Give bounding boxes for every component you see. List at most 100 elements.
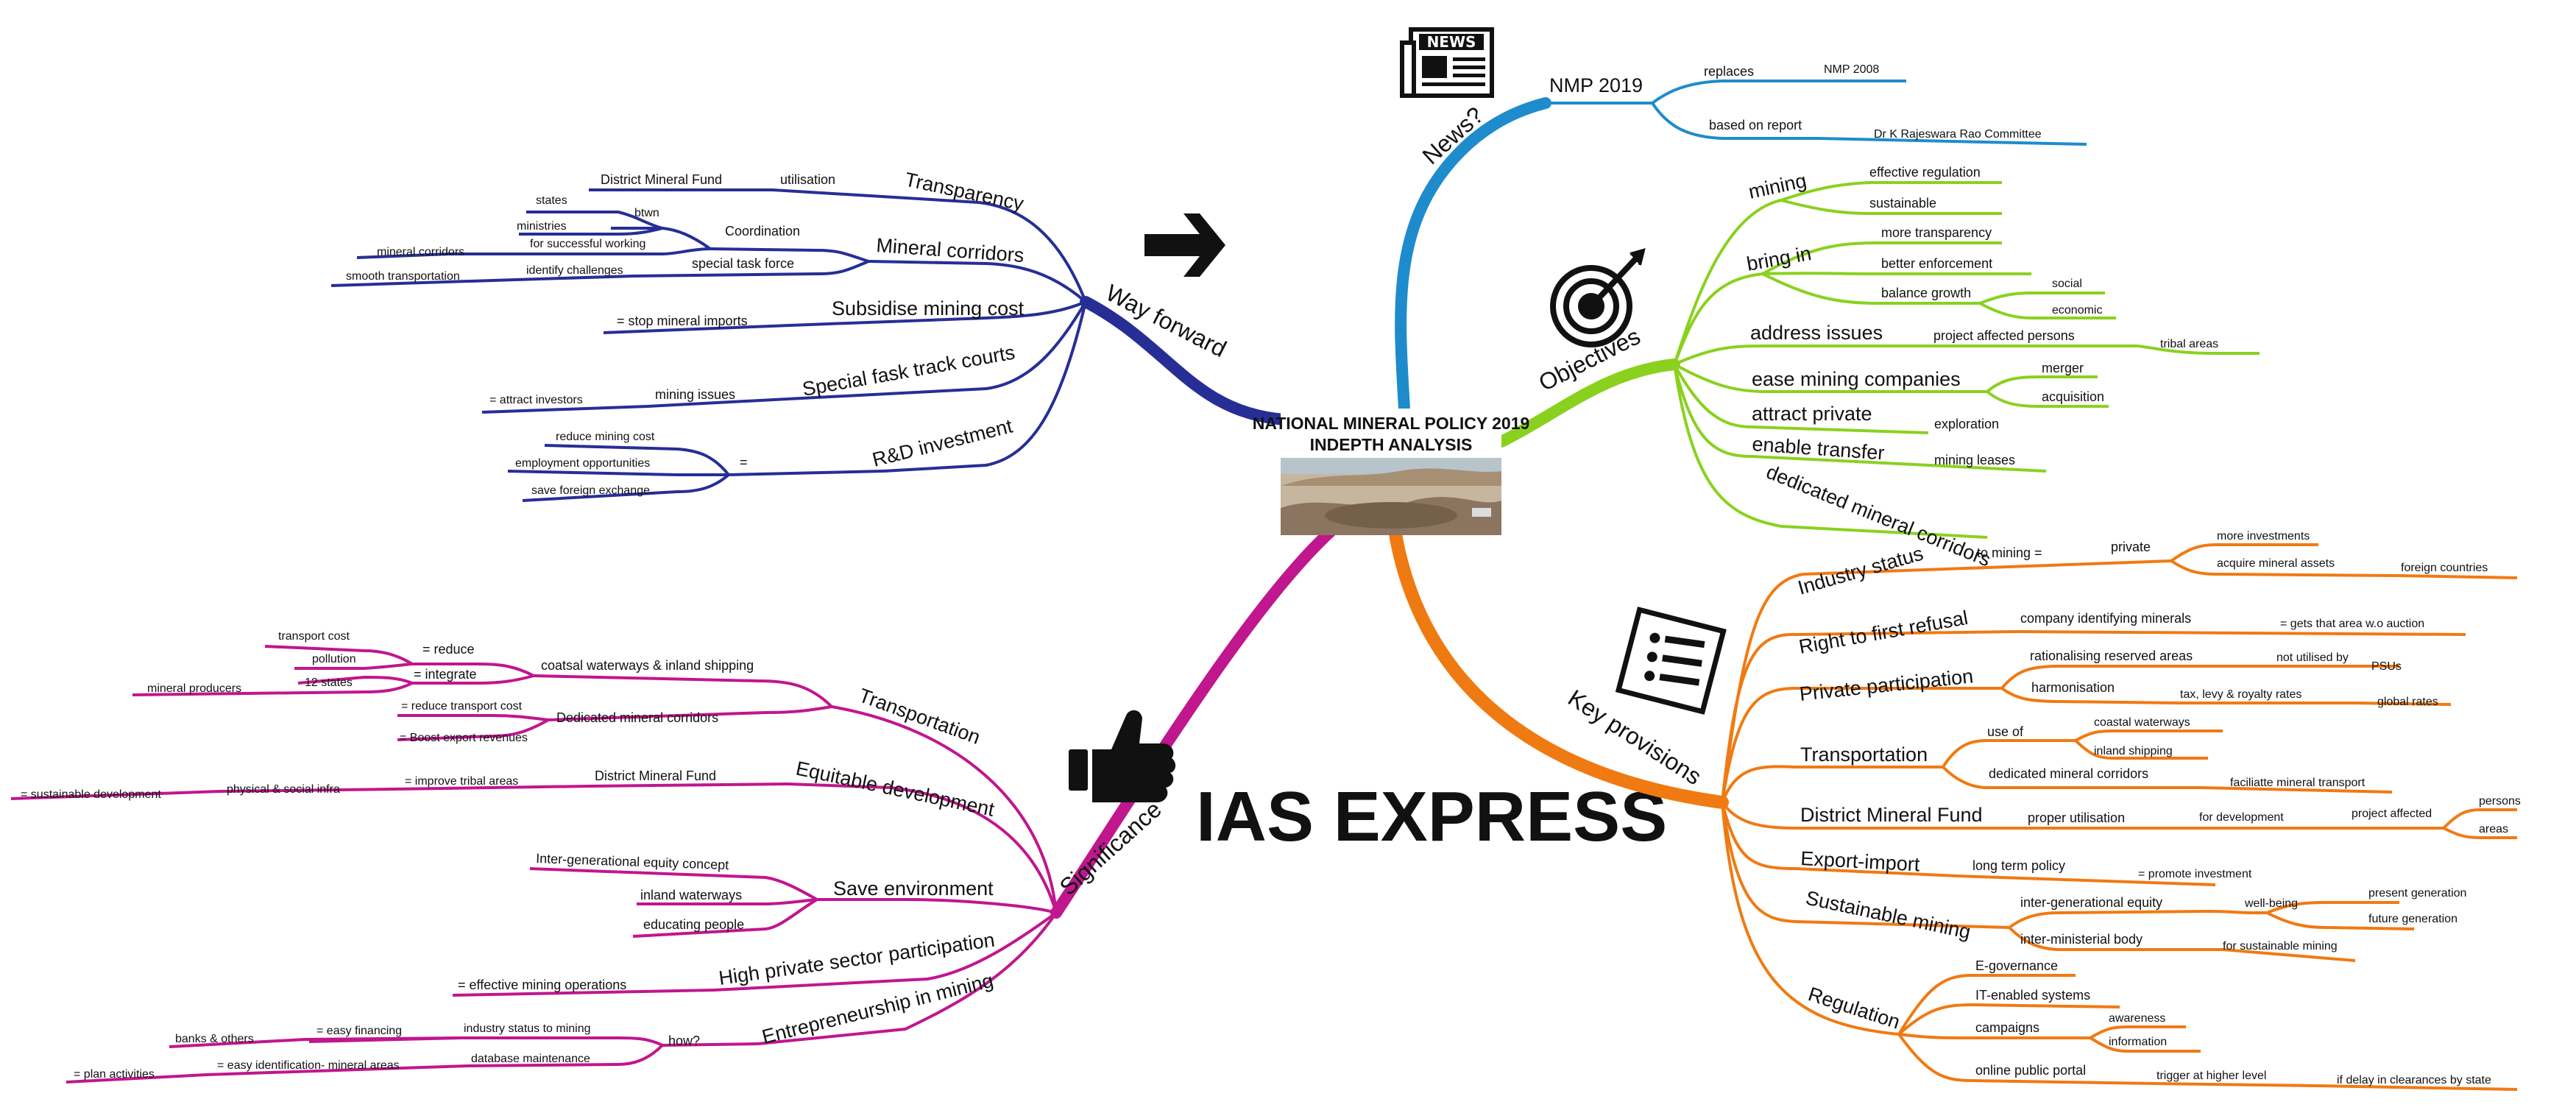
wf-mining-issues: mining issues — [655, 387, 735, 402]
prov-tax-levy: tax, levy & royalty rates — [2180, 688, 2301, 701]
prov-promote-investment: = promote investment — [2138, 868, 2252, 880]
obj-mining: mining — [1747, 169, 1808, 203]
wf-successful-working: for successful working — [530, 238, 645, 250]
sig-educating: educating people — [643, 917, 744, 932]
prov-awareness: awareness — [2109, 1012, 2165, 1025]
sig-banks-others: banks & others — [175, 1033, 254, 1045]
obj-more-transparency: more transparency — [1881, 225, 1992, 240]
sig-boost-export: = Boost export revenues — [400, 732, 528, 744]
sig-dedicated: Dedicated mineral corridors — [556, 710, 718, 725]
prov-future-gen: future generation — [2368, 913, 2458, 925]
prov-campaigns: campaigns — [1975, 1020, 2039, 1035]
news-nmp-2019: NMP 2019 — [1549, 74, 1643, 96]
wf-employment: employment opportunities — [515, 457, 650, 470]
prov-inter-ministerial: inter-ministerial body — [2020, 932, 2142, 947]
prov-facilitate: faciliatte mineral transport — [2230, 777, 2366, 789]
news-based-on-report: based on report — [1709, 118, 1802, 132]
main-trunks — [1050, 97, 1729, 919]
sig-dmf: District Mineral Fund — [595, 768, 716, 783]
prov-for-development: for development — [2199, 811, 2284, 824]
branch-way-forward: Way forward — [330, 169, 1231, 502]
trunk-provisions — [1388, 523, 1729, 809]
wf-smooth-transport: smooth transportation — [346, 270, 460, 283]
prov-areas: areas — [2479, 823, 2508, 835]
wf-subsidise: Subsidise mining cost — [832, 297, 1025, 319]
prov-company-identifying: company identifying minerals — [2020, 611, 2191, 626]
title-line-2: INDEPTH ANALYSIS — [1310, 435, 1473, 454]
wf-save-forex: save foreign exchange — [531, 484, 650, 497]
wf-identify-challenges: identify challenges — [526, 264, 623, 277]
thumbs-up-icon — [1069, 710, 1176, 802]
prov-if-delay: if delay in clearances by state — [2337, 1074, 2491, 1086]
obj-project-affected: project affected persons — [1933, 328, 2075, 343]
sig-coastal: coatsal waterways & inland shipping — [541, 658, 754, 673]
wf-special-task: special task force — [692, 256, 794, 271]
central-topic: NATIONAL MINERAL POLICY 2019 INDEPTH ANA… — [1253, 409, 1529, 535]
prov-sustainable-mining: Sustainable mining — [1804, 887, 1972, 944]
prov-dedicated-corridors: dedicated mineral corridors — [1989, 766, 2148, 781]
prov-transportation: Transportation — [1800, 743, 1928, 766]
sig-mineral-producers: mineral producers — [147, 682, 241, 695]
obj-attract-private: attract private — [1752, 403, 1872, 425]
prov-use-of: use of — [1987, 724, 2024, 739]
sig-plan-activities: = plan activities — [74, 1068, 155, 1081]
sig-improve-tribal: = improve tribal areas — [405, 775, 518, 788]
trunk-objectives — [1496, 358, 1680, 448]
prov-psus: PSUs — [2371, 660, 2402, 673]
document-list-icon — [1615, 607, 1727, 715]
prov-to-mining: to mining = — [1977, 545, 2042, 560]
prov-well-being: well-being — [2244, 897, 2298, 910]
sig-twelve-states: 12 states — [305, 676, 353, 689]
prov-coastal-waterways: coastal waterways — [2094, 716, 2190, 729]
wf-attract-investors: = attract investors — [489, 394, 583, 406]
prov-intergen-equity: inter-generational equity — [2020, 895, 2162, 910]
prov-not-utilised: not utilised by — [2276, 651, 2349, 664]
prov-dmf: District Mineral Fund — [1800, 804, 1983, 826]
sig-equitable: Equitable development — [794, 757, 997, 822]
sig-inland-waterways: inland waterways — [640, 888, 742, 902]
prov-persons: persons — [2479, 795, 2521, 808]
obj-mining-leases: mining leases — [1934, 453, 2015, 467]
arrow-right-icon — [1144, 213, 1225, 277]
sig-reduce-transport: = reduce transport cost — [401, 700, 523, 713]
obj-ease-mining: ease mining companies — [1752, 368, 1961, 390]
target-icon — [1550, 248, 1646, 347]
trunk-news — [1395, 97, 1551, 414]
watermark: IAS EXPRESS — [1196, 777, 1667, 856]
prov-project-affected: project affected — [2352, 808, 2432, 820]
prov-information: information — [2109, 1036, 2167, 1048]
prov-acquire-assets: acquire mineral assets — [2217, 557, 2335, 570]
obj-address-issues: address issues — [1750, 322, 1883, 344]
prov-present-gen: present generation — [2368, 887, 2466, 900]
prov-private: private — [2111, 540, 2151, 554]
prov-private-participation: Private participation — [1798, 665, 1974, 705]
obj-acquisition: acquisition — [2042, 389, 2104, 404]
sig-easy-financing: = easy financing — [316, 1025, 402, 1037]
branch-news: News? NEWS NMP 2019 replaces NMP 2008 ba… — [1400, 27, 2087, 169]
sig-industry-status: industry status to mining — [464, 1022, 591, 1035]
obj-merger: merger — [2042, 361, 2084, 375]
news-nmp-2008: NMP 2008 — [1824, 63, 1879, 76]
sig-reduce: = reduce — [422, 642, 475, 657]
newspaper-icon: NEWS — [1400, 27, 1494, 98]
prov-for-sustainable: for sustainable mining — [2223, 940, 2338, 953]
sig-effective-ops: = effective mining operations — [458, 978, 626, 992]
sig-save-env: Save environment — [833, 877, 994, 900]
prov-more-investments: more investments — [2217, 530, 2310, 543]
wf-utilisation: utilisation — [780, 172, 835, 187]
prov-proper-utilisation: proper utilisation — [2028, 810, 2125, 825]
obj-effective-regulation: effective regulation — [1869, 165, 1981, 180]
wf-states: states — [536, 194, 567, 207]
sig-database: database maintenance — [471, 1053, 590, 1065]
wf-transparency: Transparency — [903, 169, 1026, 216]
sig-integrate: = integrate — [414, 667, 477, 682]
prov-rationalising: rationalising reserved areas — [2030, 649, 2193, 663]
obj-balance-growth: balance growth — [1881, 286, 1971, 300]
trunk-way-forward — [1080, 296, 1290, 425]
obj-better-enforcement: better enforcement — [1881, 256, 1992, 271]
obj-tribal-areas: tribal areas — [2160, 338, 2218, 350]
prov-global-rates: global rates — [2377, 696, 2438, 708]
sig-pollution: pollution — [312, 653, 356, 665]
prov-it-enabled: IT-enabled systems — [1975, 988, 2090, 1003]
